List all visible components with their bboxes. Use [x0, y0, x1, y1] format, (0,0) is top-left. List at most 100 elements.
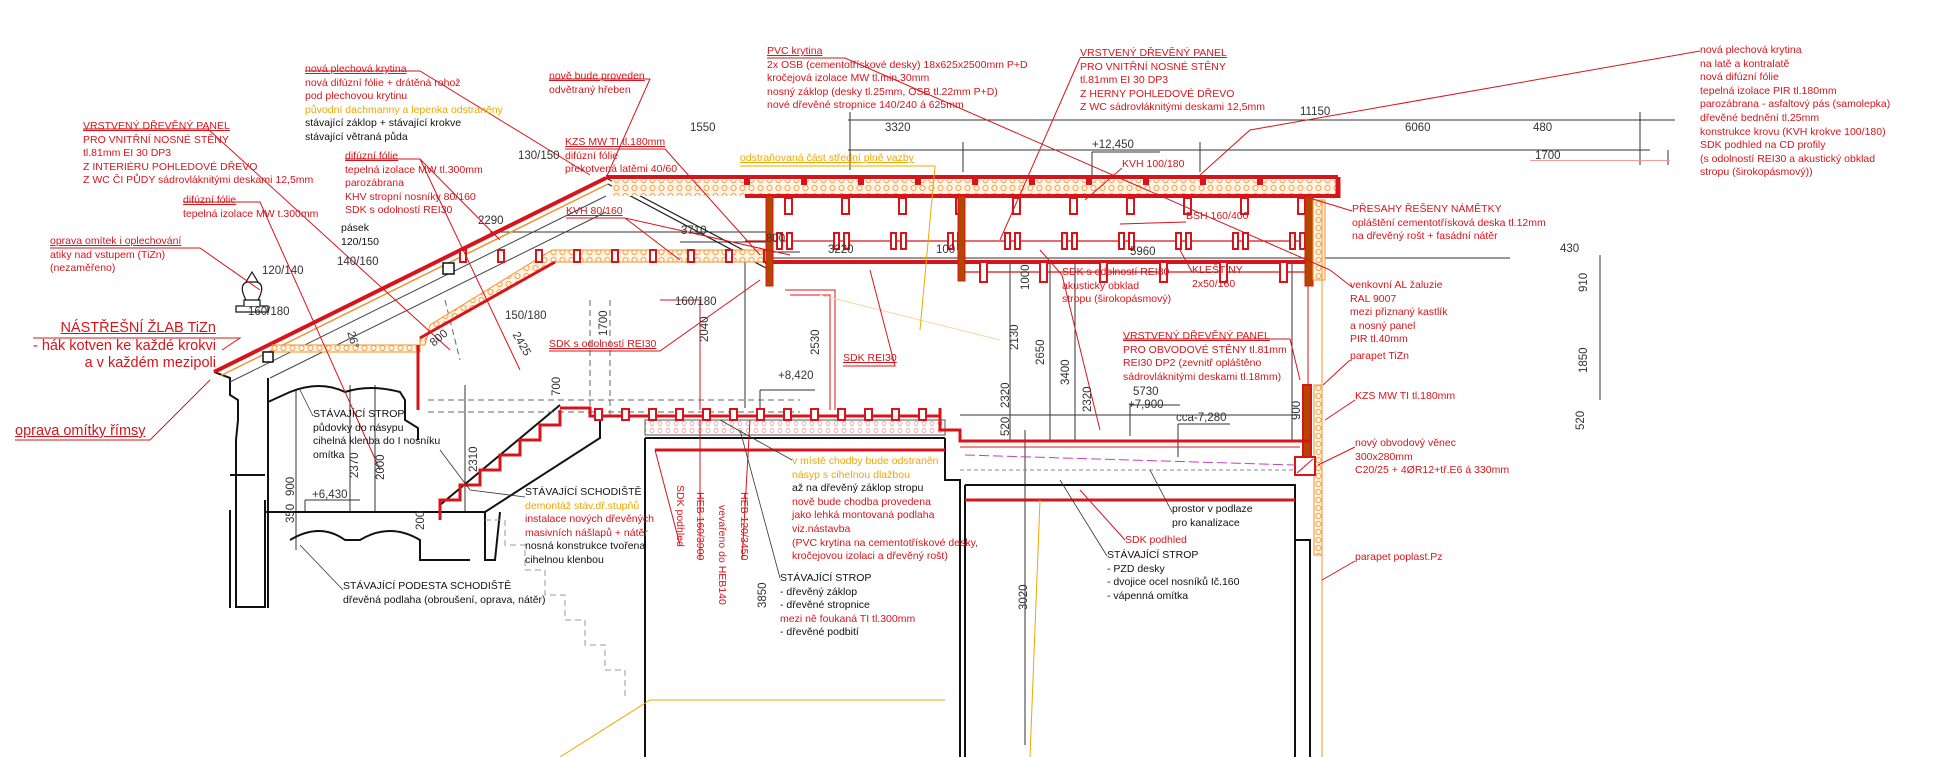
- dimension-d900a: 900: [1291, 400, 1303, 420]
- dimension-d6060: 6060: [1405, 122, 1431, 134]
- note-line: na dřevěný rošt + fasádní nátěr: [1352, 230, 1498, 243]
- note-line: a v každém mezipoli: [84, 355, 216, 371]
- dimension-d100: 100: [936, 244, 956, 256]
- note-line: atiky nad vstupem (TiZn): [50, 248, 166, 261]
- batten: [1200, 179, 1206, 185]
- beam-label-heb120: HEB 120/3450: [738, 492, 750, 561]
- note-line: až na dřevěný záklop stropu: [792, 482, 924, 495]
- note-line: (PVC krytina na cementotřískové desky,: [792, 536, 978, 549]
- level-mark-l7900: +7,900: [1128, 399, 1164, 411]
- note-line: KHV stropní nosníky 80/160: [345, 190, 476, 203]
- floor-joist: [837, 408, 846, 421]
- note-line: stávající větraná půda: [305, 130, 408, 143]
- note-line: Z WC ČI PŮDY sádrovláknitými deskami 12,…: [83, 174, 314, 187]
- overhang-insulation: [1312, 199, 1326, 281]
- note-line: VRSTVENÝ DŘEVĚNÝ PANEL: [1080, 47, 1227, 59]
- floor-joist: [918, 408, 927, 421]
- note-line: SDK REI30: [843, 352, 897, 364]
- note-line: instalace nových dřevěných: [525, 513, 654, 526]
- note-line: parapet poplast.Pz: [1355, 551, 1443, 563]
- note-line: PRO VNITŘNÍ NOSNÉ STĚNY: [1080, 60, 1226, 73]
- dimension-d2310: 2310: [468, 446, 480, 472]
- note-line: STÁVAJÍCÍ STROP: [1107, 549, 1199, 561]
- tie-beam: [1289, 232, 1296, 250]
- note-line: RAL 9007: [1350, 292, 1397, 305]
- note-line: Z WC sádrovláknitými deskami 12,5mm: [1080, 101, 1265, 114]
- note-line: nově bude chodba provedena: [792, 495, 931, 508]
- note-line: 2x50/160: [1192, 277, 1236, 290]
- dimension-d3850: 3850: [757, 582, 769, 608]
- note-line: stropu (širokopásmový): [1062, 293, 1172, 306]
- dimension-d3320: 3320: [885, 122, 911, 134]
- note-line: BSH 160/400: [1186, 210, 1249, 222]
- note-line: 300x280mm: [1355, 450, 1413, 463]
- post: [957, 195, 966, 282]
- note-line: parapet TiZn: [1350, 350, 1409, 362]
- hanger: [1039, 261, 1048, 283]
- note-line: KLEŠTINY: [1192, 264, 1243, 276]
- note-line: dřevěné bednění tl.25mm: [1700, 111, 1820, 124]
- note-existing-ceiling-right: STÁVAJÍCÍ STROP- PZD desky- dvojice ocel…: [1107, 549, 1240, 603]
- dimension-d5960: 5960: [1130, 246, 1156, 258]
- tie-beam: [1242, 232, 1249, 250]
- note-line: odstraňovaná část střední plně vazby: [740, 152, 914, 164]
- dimension-d3710: 3710: [681, 225, 707, 237]
- batten: [972, 179, 978, 185]
- floor-joist: [756, 408, 765, 421]
- note-line: KVH 80/160: [566, 205, 623, 217]
- dimension-d2040: 2040: [699, 316, 711, 342]
- note-sdk-rei30-b: SDK REI30: [843, 352, 897, 366]
- note-line: STÁVAJÍCÍ SCHODIŠTĚ: [525, 486, 642, 498]
- note-line: tl.81mm EI 30 DP3: [83, 147, 172, 160]
- leader-lines: [15, 50, 1701, 581]
- ceiling-joist: [497, 249, 505, 263]
- dimension-d2530: 2530: [810, 329, 822, 355]
- note-bsh: BSH 160/400: [1186, 210, 1248, 224]
- floor-beams: [594, 261, 1288, 421]
- note-line: PRO VNITŘNÍ NOSNÉ STĚNY: [83, 133, 229, 146]
- existing-stairs-outline: [485, 519, 626, 700]
- joist: [1069, 197, 1078, 215]
- note-line: - dřevěný záklop: [780, 585, 858, 598]
- dimension-d1850: 1850: [1578, 347, 1590, 373]
- floor-joist: [702, 408, 711, 421]
- note-line: konstrukce krovu (KVH krokve 100/180): [1700, 125, 1886, 138]
- note-line: mezi přiznaný kastlík: [1350, 306, 1448, 319]
- batten: [1257, 179, 1263, 185]
- note-line: stropu (širokopásmový)): [1700, 166, 1813, 179]
- note-line: oprava omítky římsy: [15, 423, 146, 439]
- batten: [858, 179, 864, 185]
- tie-beam: [1175, 232, 1182, 250]
- level-mark-l7280: cca-7,280: [1176, 412, 1227, 424]
- note-line: mezi ně foukaná TI tl.300mm: [780, 612, 916, 625]
- joist: [784, 197, 793, 215]
- joist: [1126, 197, 1135, 215]
- level-mark-l6430: +6,430: [312, 489, 348, 501]
- new-stair-treads: [438, 410, 562, 520]
- note-line: pro kanalizace: [1172, 516, 1240, 529]
- dimension-d3400: 3400: [1060, 359, 1072, 385]
- note-parapet-tizn: parapet TiZn: [1350, 350, 1409, 364]
- note-line: - dřevěné podbití: [780, 626, 859, 639]
- note-line: půdovky do násypu: [313, 421, 404, 434]
- joist: [1297, 197, 1306, 215]
- dimension-s120: 120/140: [262, 265, 304, 277]
- tie-beam: [900, 232, 907, 250]
- tie-beam: [1299, 232, 1306, 250]
- hanger: [979, 261, 988, 283]
- note-line: - dřevěné stropnice: [780, 599, 870, 612]
- note-line: oprava omítek i oplechování: [50, 235, 182, 247]
- batten: [915, 179, 921, 185]
- new-floor: [560, 406, 1310, 502]
